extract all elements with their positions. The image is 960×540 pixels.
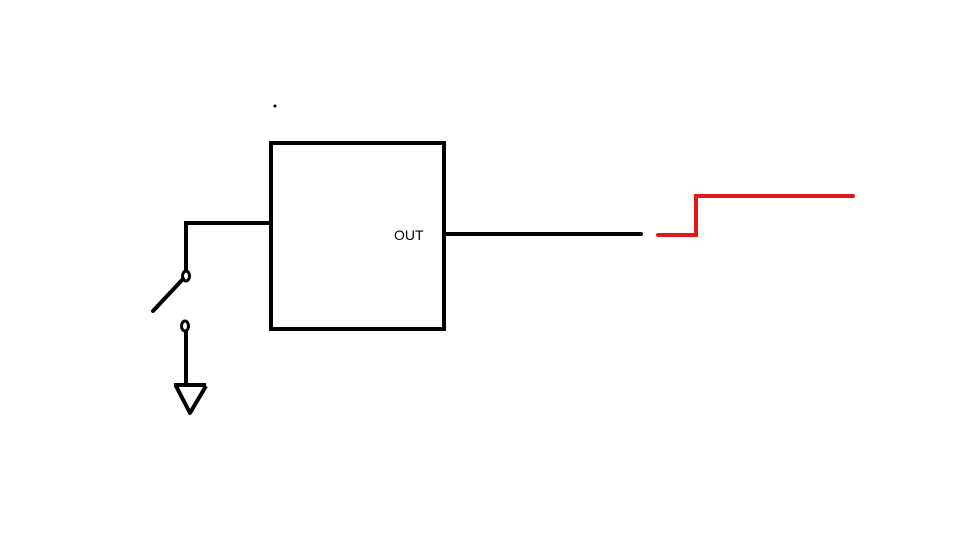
ground-triangle (174, 384, 208, 415)
ground-icon (174, 383, 208, 415)
switch-icon (151, 269, 191, 333)
function-block (269, 141, 446, 331)
input-wire (184, 221, 271, 272)
out-label: OUT (394, 227, 424, 243)
step-signal-waveform (656, 194, 855, 237)
stray-dot (273, 104, 277, 108)
switch-lever (151, 277, 185, 313)
switch-upper-contact (181, 269, 191, 283)
switch-lower-contact (180, 319, 190, 333)
